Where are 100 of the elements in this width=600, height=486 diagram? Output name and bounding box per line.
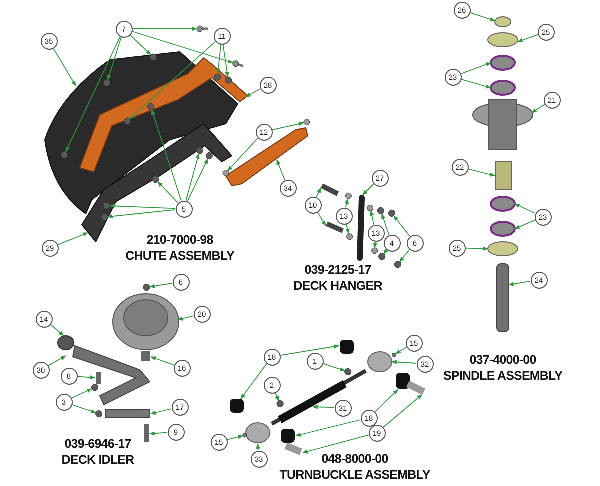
leader-line bbox=[295, 420, 362, 437]
leader-line bbox=[460, 78, 492, 89]
leader-line bbox=[109, 204, 176, 210]
leader-line bbox=[460, 62, 492, 75]
nut bbox=[152, 176, 160, 184]
nut bbox=[377, 207, 384, 214]
washer bbox=[222, 170, 230, 176]
leader-line bbox=[532, 104, 546, 114]
bolt bbox=[96, 372, 101, 384]
nut bbox=[206, 152, 213, 160]
bushing bbox=[141, 351, 150, 361]
bearing bbox=[490, 221, 516, 237]
leader-line bbox=[518, 34, 538, 42]
grease-fitting bbox=[392, 352, 397, 358]
leader-line bbox=[151, 109, 182, 202]
bolt bbox=[326, 222, 344, 234]
bushing bbox=[396, 373, 410, 389]
leader-line bbox=[187, 158, 208, 202]
bearing bbox=[490, 80, 516, 96]
part-number: 048-8000-00 bbox=[322, 452, 388, 466]
leader-line bbox=[400, 249, 410, 262]
leader-line bbox=[149, 431, 168, 436]
leader-line bbox=[246, 88, 261, 98]
rod-end bbox=[368, 352, 392, 372]
grease-fitting bbox=[242, 433, 248, 438]
bolt bbox=[196, 26, 208, 32]
leader-line bbox=[470, 12, 496, 22]
leader-line bbox=[280, 344, 340, 356]
leader-line bbox=[382, 214, 390, 236]
part-number: 210-7000-98 bbox=[146, 233, 214, 247]
leader-line bbox=[344, 198, 349, 208]
washer bbox=[372, 248, 378, 254]
leader-line bbox=[66, 36, 121, 152]
spacer-sleeve bbox=[496, 162, 512, 190]
bearing bbox=[490, 55, 516, 71]
leader-line bbox=[149, 282, 174, 288]
leader-line bbox=[150, 356, 174, 366]
nut bbox=[388, 210, 396, 217]
leader-line bbox=[240, 363, 268, 400]
leader-line bbox=[130, 34, 152, 56]
hanger-bracket bbox=[225, 127, 309, 187]
assembly-title: CHUTE ASSEMBLY bbox=[126, 249, 234, 263]
nut bbox=[394, 261, 402, 268]
leader-line bbox=[370, 210, 375, 226]
leader-line bbox=[508, 280, 532, 286]
bushing bbox=[230, 399, 244, 413]
leader-line bbox=[158, 182, 179, 204]
assembly-title: TURNBUCKLE ASSEMBLY bbox=[280, 468, 430, 482]
leader-line bbox=[77, 375, 96, 380]
leader-line bbox=[57, 232, 88, 246]
spindle-housing bbox=[472, 100, 534, 150]
leader-line bbox=[272, 122, 305, 131]
leader-line bbox=[302, 434, 370, 454]
idler-arm bbox=[72, 345, 151, 406]
washer bbox=[367, 204, 374, 212]
pin bbox=[284, 442, 302, 456]
leader-line bbox=[72, 404, 96, 414]
leader-line bbox=[50, 324, 64, 336]
assembly-title: DECK IDLER bbox=[62, 453, 134, 467]
chute-plate bbox=[81, 123, 233, 243]
leader-line bbox=[514, 220, 536, 230]
leader-line bbox=[312, 405, 335, 410]
nut bbox=[96, 410, 103, 418]
pivot-bushing bbox=[58, 336, 74, 350]
leader-line bbox=[391, 360, 417, 364]
leader-line bbox=[228, 138, 259, 172]
pin bbox=[406, 380, 426, 396]
pulley bbox=[112, 294, 180, 350]
nut bbox=[378, 253, 386, 260]
leader-line bbox=[373, 241, 378, 249]
nut bbox=[91, 384, 99, 392]
washer bbox=[488, 242, 518, 256]
assembly-title: DECK HANGER bbox=[294, 279, 382, 293]
leader-line bbox=[222, 44, 230, 78]
leader-line bbox=[132, 31, 234, 64]
leader-line bbox=[316, 188, 322, 198]
leader-line bbox=[132, 26, 198, 32]
leader-line bbox=[186, 153, 200, 202]
leader-line bbox=[383, 394, 422, 428]
spindle-shaft bbox=[496, 264, 510, 332]
leader-line bbox=[130, 41, 216, 120]
leader-line bbox=[374, 390, 398, 413]
leader-line bbox=[48, 356, 66, 366]
link-bar bbox=[106, 410, 150, 418]
spindle-nut bbox=[494, 16, 512, 28]
leader-line bbox=[322, 363, 346, 372]
leader-line bbox=[256, 443, 260, 451]
washer bbox=[304, 119, 310, 126]
washer bbox=[346, 234, 354, 240]
leader-line bbox=[177, 316, 194, 321]
washer bbox=[488, 32, 518, 48]
leader-line bbox=[468, 168, 496, 177]
leader-line bbox=[384, 248, 389, 254]
bolt bbox=[320, 184, 340, 196]
leader-line bbox=[394, 216, 410, 237]
bolt bbox=[232, 60, 244, 68]
leader-line bbox=[276, 160, 286, 181]
leader-line bbox=[362, 184, 374, 196]
part-number: 039-6946-17 bbox=[64, 437, 132, 451]
nut bbox=[143, 284, 150, 292]
